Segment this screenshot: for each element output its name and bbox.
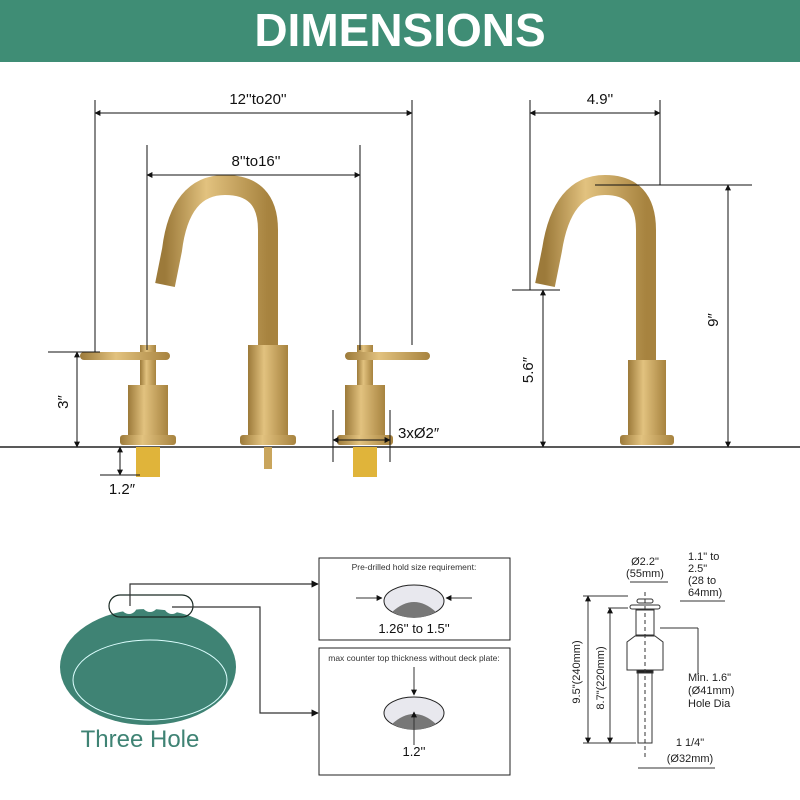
callout-lines xyxy=(129,580,319,717)
hole-size-box xyxy=(318,557,511,641)
drain-thickness-1: 1.1" to xyxy=(688,551,719,563)
header-band xyxy=(0,0,800,62)
three-hole-basin xyxy=(60,594,236,725)
drain-thickness-3: (28 to xyxy=(688,575,716,587)
spout-height-label: 5.6″ xyxy=(520,356,537,383)
drain-pipe-1: 1 1/4" xyxy=(676,737,704,749)
page-title: DIMENSIONS xyxy=(254,4,545,56)
hole-size-value: 1.26'' to 1.5'' xyxy=(378,621,449,636)
drain-body-length: 8.7"(220mm) xyxy=(595,646,607,709)
pop-up-drain-drawing xyxy=(583,581,725,769)
drain-hole-1: Min. 1.6" xyxy=(688,672,731,684)
counter-thickness-box xyxy=(318,647,511,776)
faucet-set-image xyxy=(80,174,430,477)
drain-total-length: 9.5"(240mm) xyxy=(571,640,583,703)
drain-hole-2: (Ø41mm) xyxy=(688,685,734,697)
drain-thickness-2: 2.5" xyxy=(688,563,707,575)
holes-label: 3xØ2″ xyxy=(398,425,440,442)
total-height-label: 9″ xyxy=(705,312,722,326)
counter-thickness-value: 1.2'' xyxy=(402,744,425,759)
shank-length-label: 1.2″ xyxy=(109,481,136,498)
faucet-side-image xyxy=(535,174,674,445)
drain-pipe-2: (Ø32mm) xyxy=(667,753,713,765)
basin-label: Three Hole xyxy=(81,726,200,753)
hole-size-title: Pre-drilled hold size requirement: xyxy=(352,562,477,572)
dimension-lines xyxy=(48,100,752,476)
drain-thickness-4: 64mm) xyxy=(688,587,722,599)
handle-height-label: 3″ xyxy=(55,394,72,408)
spout-reach-label: 4.9'' xyxy=(587,91,614,108)
drain-cap-dia: Ø2.2" xyxy=(631,556,659,568)
outer-spread-label: 12''to20'' xyxy=(229,91,286,108)
drain-cap-dia-mm: (55mm) xyxy=(626,568,664,580)
inner-spread-label: 8''to16'' xyxy=(232,153,281,170)
drain-hole-3: Hole Dia xyxy=(688,698,731,710)
counter-thickness-title: max counter top thickness without deck p… xyxy=(328,653,500,663)
